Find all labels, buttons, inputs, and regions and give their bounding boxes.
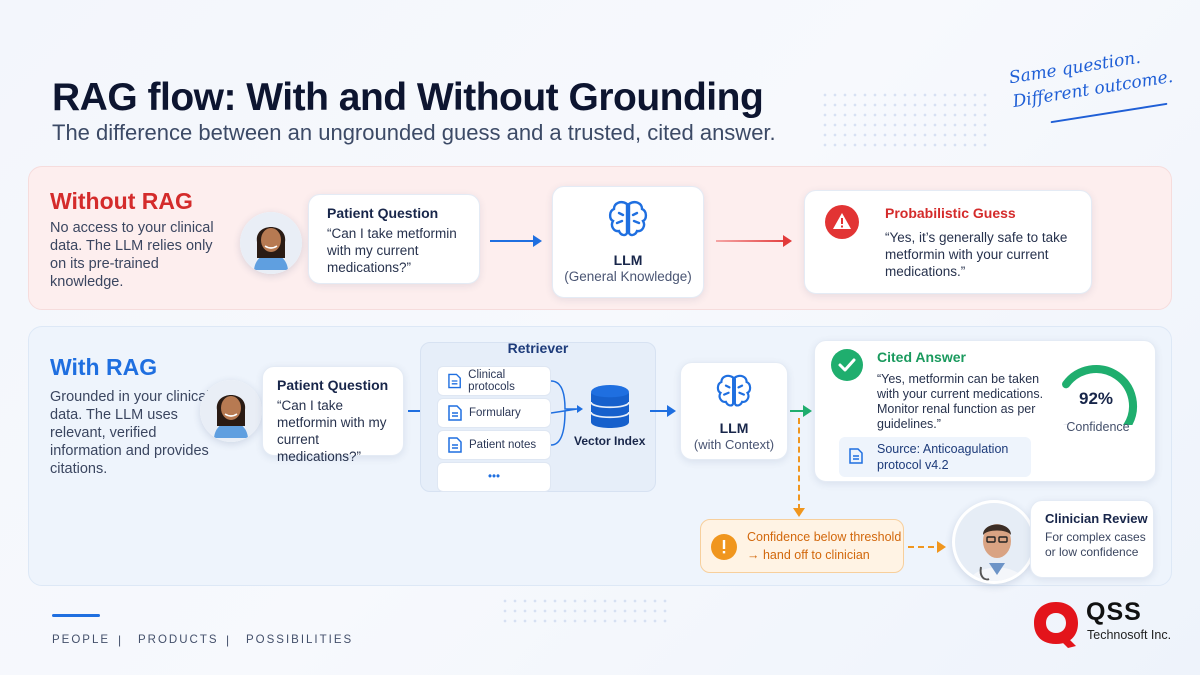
question-text: “Can I take metformin with my current me…: [327, 226, 457, 275]
footer-tag-possibilities: POSSIBILITIES: [246, 634, 354, 646]
footer-tag-people: PEOPLE: [52, 634, 111, 646]
patient-avatar: [240, 212, 302, 274]
question-text-rag: “Can I take metformin with my current me…: [277, 398, 387, 464]
logo-subtitle: Technosoft Inc.: [1087, 628, 1172, 642]
question-title-rag: Patient Question: [277, 377, 389, 393]
patient-avatar-icon: [240, 212, 302, 274]
warning-icon: [711, 534, 737, 560]
confidence-value: 92%: [1078, 389, 1114, 408]
llm-context-sublabel: (with Context): [693, 437, 775, 452]
clinician-text: For complex cases or low confidence: [1045, 530, 1146, 559]
clinician-card: Clinician Review For complex cases or lo…: [1030, 500, 1154, 578]
footer-tag-products: PRODUCTS: [138, 634, 219, 646]
retriever-item-label: Patient notes: [469, 439, 537, 451]
arrow-llm-to-threshold: [798, 418, 800, 510]
gauge-fill: [1062, 365, 1137, 425]
arrow-llm-to-guess: [716, 235, 792, 247]
arrow-retriever-to-llm: [650, 405, 676, 417]
guess-text: “Yes, it’s generally safe to take metfor…: [885, 230, 1068, 279]
retriever-more: •••: [437, 462, 551, 492]
threshold-line1: Confidence below threshold: [747, 530, 902, 544]
footer-separator: |: [118, 633, 122, 647]
without-rag-title: Without RAG: [50, 188, 193, 214]
retriever-connector: [551, 380, 583, 446]
clinician-title: Clinician Review: [1045, 511, 1148, 526]
document-icon: [448, 373, 461, 389]
brain-icon: [608, 201, 648, 237]
threshold-line2: → hand off to clinician: [747, 548, 870, 562]
hand-note-underline: [1050, 102, 1168, 124]
cited-answer-text: “Yes, metformin can be taken with your c…: [877, 372, 1044, 431]
warning-icon: [825, 205, 859, 239]
patient-avatar-rag-icon: [200, 380, 262, 442]
confidence-gauge: [1062, 365, 1137, 425]
with-rag-title: With RAG: [50, 354, 158, 380]
hand-note: Same question. Different outcome.: [1007, 41, 1182, 113]
arrow-threshold-to-clinician: [908, 541, 946, 553]
qss-logo-icon: [1034, 602, 1078, 648]
page-title: RAG flow: With and Without Grounding: [52, 76, 764, 119]
vector-index-label: Vector Index: [574, 434, 646, 448]
llm-context-label: LLM: [719, 420, 749, 436]
footer-separator: |: [226, 633, 230, 647]
arrow-llm-to-answer: [790, 405, 812, 417]
patient-avatar-rag: [200, 380, 262, 442]
arrow-head-down: [793, 508, 805, 517]
guess-card: Probabilistic Guess “Yes, it’s generally…: [804, 190, 1092, 294]
question-card-with: Patient Question “Can I take metformin w…: [262, 366, 404, 464]
threshold-box: Confidence below threshold → hand off to…: [700, 519, 904, 573]
retriever-item-formulary: Formulary: [437, 398, 551, 428]
footer-accent-line: [52, 614, 100, 617]
logo-name: QSS: [1086, 598, 1142, 626]
database-icon: [590, 385, 630, 428]
llm-sublabel: (General Knowledge): [564, 269, 692, 284]
retriever-item-label: Clinical protocols: [468, 369, 515, 393]
page-subtitle: The difference between an ungrounded gue…: [52, 120, 776, 145]
decor-dots-top: [820, 90, 990, 150]
cited-answer-title: Cited Answer: [877, 349, 966, 365]
confidence-label: Confidence: [1066, 420, 1130, 434]
clinician-avatar: [952, 500, 1036, 584]
retriever-item-label: Formulary: [469, 407, 521, 419]
cited-answer-card: Cited Answer “Yes, metformin can be take…: [814, 340, 1156, 482]
question-card-without: Patient Question “Can I take metformin w…: [308, 194, 480, 284]
source-text: Source: Anticoagulation protocol v4.2: [877, 442, 1009, 472]
question-title: Patient Question: [327, 205, 439, 221]
document-icon: [849, 448, 863, 464]
llm-card-context: LLM (with Context): [680, 362, 788, 460]
retriever-title: Retriever: [507, 340, 569, 356]
document-icon: [448, 437, 462, 453]
without-rag-description: No access to your clinical data. The LLM…: [50, 220, 214, 290]
guess-title: Probabilistic Guess: [885, 205, 1016, 221]
retriever-item-clinical-protocols: Clinical protocols: [437, 366, 551, 396]
with-rag-description: Grounded in your clinical data. The LLM …: [50, 389, 210, 477]
source-box: Source: Anticoagulation protocol v4.2: [839, 437, 1031, 477]
check-circle-icon: [831, 349, 863, 381]
retriever-more-dots: •••: [487, 471, 501, 483]
decor-dots-bottom: [500, 596, 670, 626]
llm-card-general: LLM (General Knowledge): [552, 186, 704, 298]
llm-label: LLM: [613, 252, 643, 268]
retriever-item-patient-notes: Patient notes: [437, 430, 551, 460]
arrow-question-to-llm: [490, 235, 542, 247]
document-icon: [448, 405, 462, 421]
brain-icon: [716, 374, 752, 407]
